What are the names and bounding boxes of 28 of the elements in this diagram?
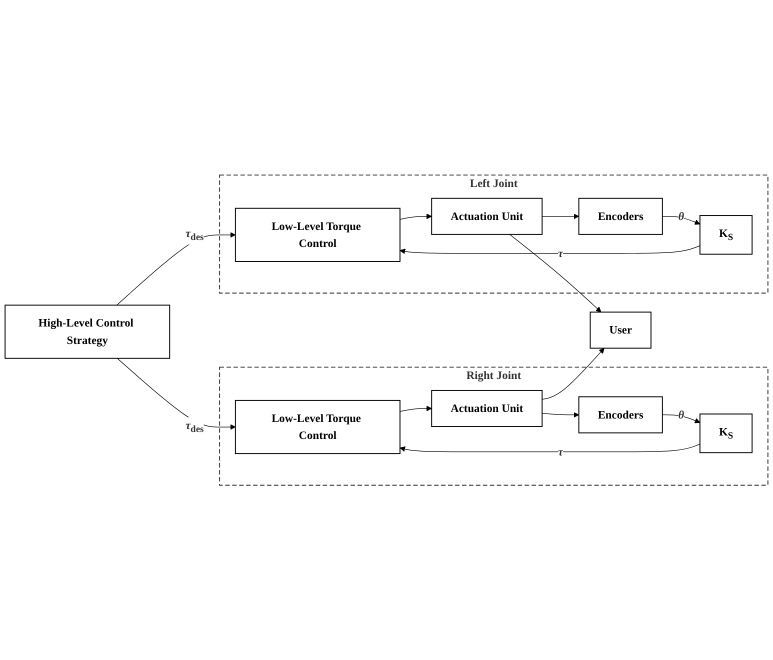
edge-label: τ bbox=[558, 246, 564, 260]
arrow bbox=[116, 232, 236, 306]
arrow bbox=[542, 412, 580, 418]
arrow bbox=[400, 245, 700, 254]
arrow bbox=[662, 216, 700, 225]
node-box: Actuation Unit bbox=[431, 198, 543, 235]
arrow bbox=[400, 444, 700, 452]
edge-label: τ$_{des}$ bbox=[185, 226, 204, 242]
arrow bbox=[400, 406, 432, 412]
arrow bbox=[542, 213, 580, 219]
node-box: High-Level Control Strategy bbox=[4, 304, 170, 359]
node-box: Low-Level Torque Control bbox=[234, 400, 400, 454]
edge-label: τ bbox=[558, 445, 564, 458]
arrow bbox=[542, 348, 604, 400]
node-box: Low-Level Torque Control bbox=[234, 208, 400, 262]
node-box: User bbox=[590, 311, 652, 349]
edge-label: θ bbox=[678, 408, 684, 421]
arrow bbox=[116, 358, 236, 430]
node-box: K$_{S}$ bbox=[699, 214, 753, 255]
node-box: K$_{S}$ bbox=[699, 413, 753, 453]
arrow bbox=[509, 234, 602, 312]
node-box: Encoders bbox=[578, 396, 663, 434]
edge-label: τ$_{des}$ bbox=[185, 418, 204, 434]
arrow bbox=[662, 414, 700, 424]
arrow bbox=[400, 213, 432, 220]
edge-label: θ bbox=[678, 210, 684, 222]
node-box: Actuation Unit bbox=[431, 390, 543, 427]
node-box: Encoders bbox=[578, 198, 663, 235]
